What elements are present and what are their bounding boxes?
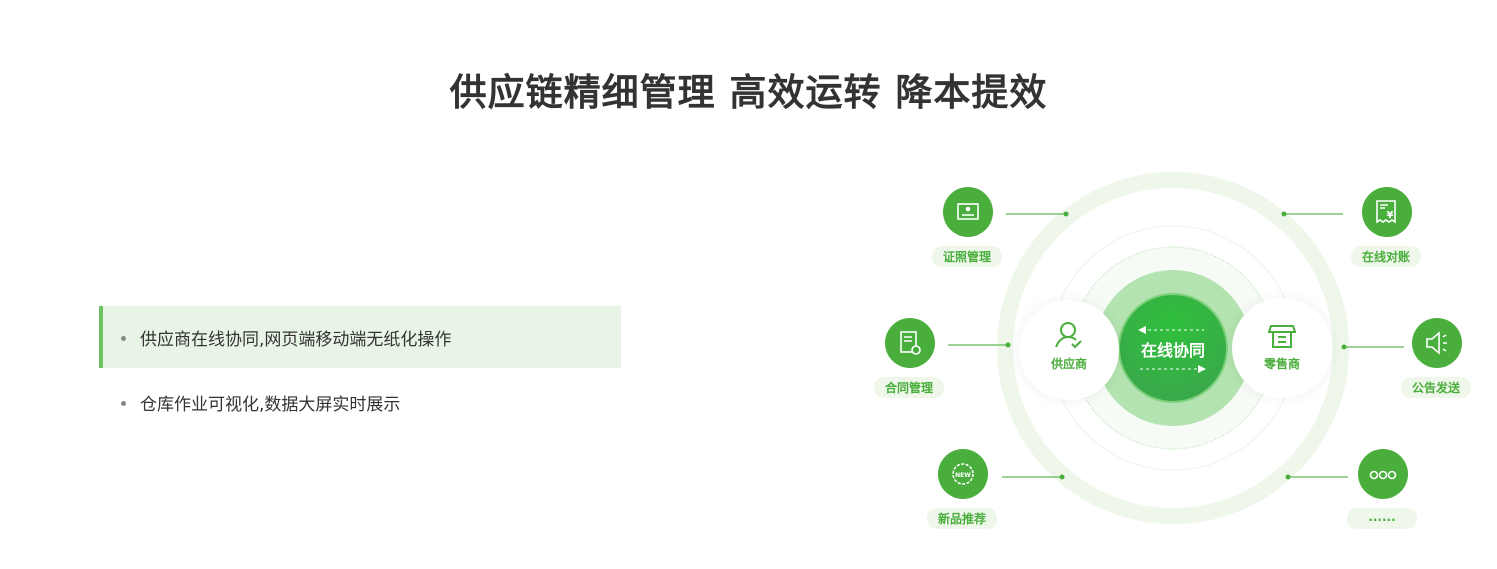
user-icon: [1055, 322, 1082, 349]
store-icon: [1267, 325, 1297, 348]
center-label: 在线协同: [1141, 341, 1205, 360]
satellite-contract[interactable]: 合同管理: [874, 318, 944, 398]
certificate-icon: [957, 203, 979, 220]
center-circle[interactable]: [1118, 293, 1228, 403]
satellite-label: ......: [1368, 510, 1395, 524]
bullet-icon: [121, 335, 126, 341]
arrow-right-icon: [1198, 365, 1206, 373]
satellite-certificate[interactable]: 证照管理: [932, 187, 1002, 267]
new-badge-icon: NEW: [952, 463, 974, 485]
satellite-announcement[interactable]: 公告发送: [1401, 318, 1471, 398]
satellite-label: 证照管理: [943, 249, 991, 264]
satellite-label: 公告发送: [1412, 380, 1461, 395]
retailer-node[interactable]: 零售商: [1232, 298, 1332, 398]
bullet-icon: [121, 400, 126, 406]
receipt-yuan-icon: [1376, 200, 1396, 224]
feature-item[interactable]: 仓库作业可视化,数据大屏实时展示: [99, 371, 621, 433]
feature-text: 仓库作业可视化,数据大屏实时展示: [140, 394, 401, 415]
svg-text:NEW: NEW: [955, 472, 971, 479]
speaker-icon: [1426, 331, 1447, 355]
satellite-label: 合同管理: [885, 380, 933, 395]
satellite-label: 新品推荐: [938, 511, 986, 526]
satellite-label: 在线对账: [1362, 249, 1410, 264]
supplier-node[interactable]: 供应商: [1019, 300, 1119, 400]
svg-text:¥: ¥: [1387, 210, 1394, 221]
satellite-reconciliation[interactable]: ¥ 在线对账: [1351, 187, 1421, 267]
outer-ring: [997, 172, 1349, 524]
feature-text: 供应商在线协同,网页端移动端无纸化操作: [140, 329, 452, 350]
satellite-more[interactable]: ......: [1347, 449, 1417, 529]
supplier-label: 供应商: [1050, 356, 1087, 371]
feature-item[interactable]: 供应商在线协同,网页端移动端无纸化操作: [99, 306, 621, 368]
more-icon: [1369, 470, 1397, 480]
arrow-left-icon: [1138, 326, 1146, 334]
page-title: 供应链精细管理 高效运转 降本提效: [449, 71, 1048, 114]
retailer-label: 零售商: [1263, 356, 1300, 371]
contract-icon: [900, 331, 921, 355]
satellite-new-products[interactable]: NEW 新品推荐: [927, 449, 997, 529]
